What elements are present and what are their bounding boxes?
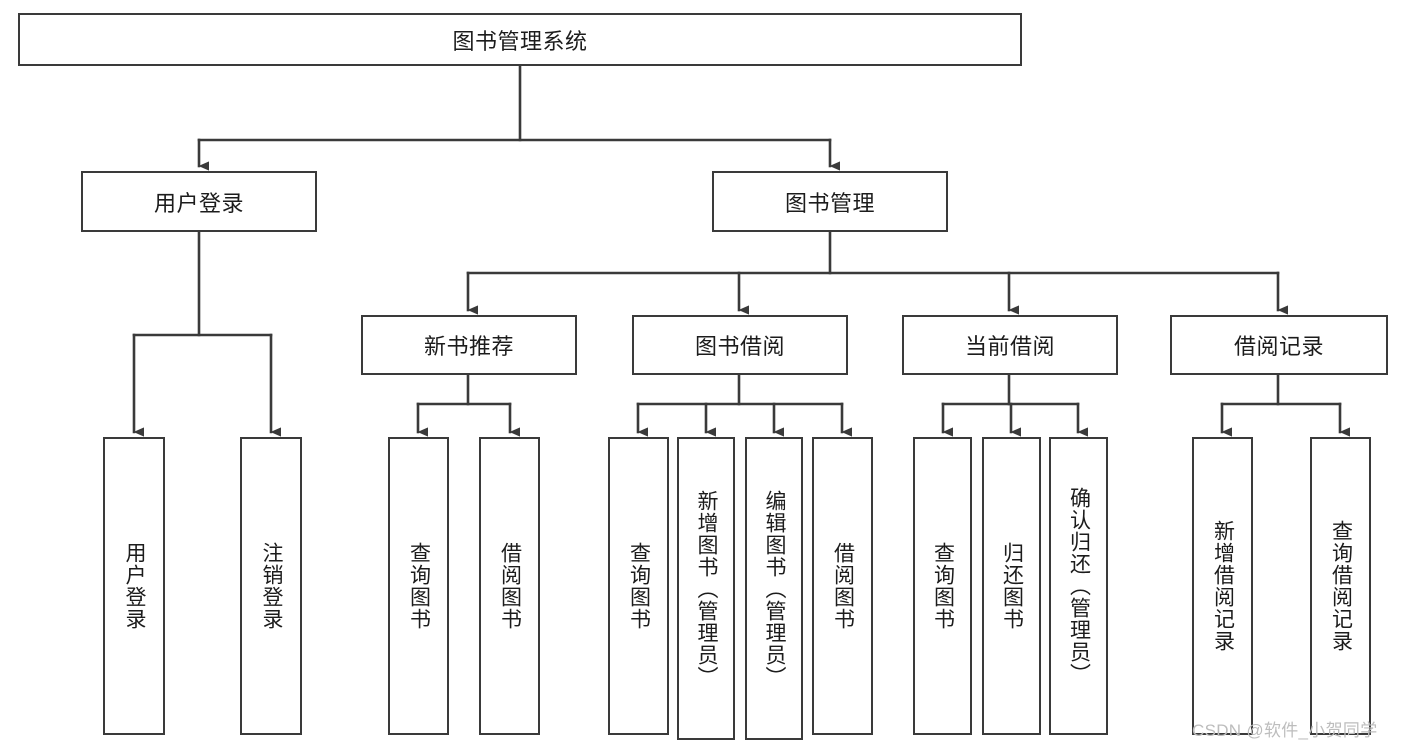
node-leaf-logout[interactable]: 注销登录 [240,437,302,735]
node-new-book-recommend-label: 新书推荐 [423,334,514,359]
node-borrow-record[interactable]: 借阅记录 [1170,315,1388,375]
node-leaf-query-book-2-label: 查询图书 [627,542,651,630]
node-leaf-query-book-2[interactable]: 查询图书 [608,437,669,735]
node-leaf-return-book[interactable]: 归还图书 [982,437,1041,735]
node-leaf-query-book-3-label: 查询图书 [931,542,955,630]
node-user-login-label: 用户登录 [153,190,244,216]
node-leaf-query-record[interactable]: 查询借阅记录 [1310,437,1371,735]
node-leaf-edit-book-label: 编辑图书（管理员） [763,489,787,688]
node-borrow-record-label: 借阅记录 [1233,334,1324,359]
node-current-borrow[interactable]: 当前借阅 [902,315,1118,375]
node-book-borrow[interactable]: 图书借阅 [632,315,848,375]
node-current-borrow-label: 当前借阅 [964,334,1055,359]
node-leaf-return-book-label: 归还图书 [1000,542,1024,630]
node-new-book-recommend[interactable]: 新书推荐 [361,315,577,375]
node-leaf-confirm-return-label: 确认归还（管理员） [1067,487,1091,685]
node-leaf-query-book-1-label: 查询图书 [407,542,431,630]
node-leaf-user-login[interactable]: 用户登录 [103,437,165,735]
node-root[interactable]: 图书管理系统 [18,13,1022,66]
node-leaf-user-login-label: 用户登录 [123,542,147,630]
node-book-borrow-label: 图书借阅 [694,334,785,359]
node-leaf-borrow-book-2-label: 借阅图书 [831,542,855,630]
node-leaf-add-book[interactable]: 新增图书（管理员） [677,437,735,740]
node-leaf-borrow-book-1-label: 借阅图书 [498,542,522,630]
node-leaf-add-record[interactable]: 新增借阅记录 [1192,437,1253,735]
node-leaf-logout-label: 注销登录 [260,542,284,630]
node-leaf-borrow-book-2[interactable]: 借阅图书 [812,437,873,735]
node-user-login[interactable]: 用户登录 [81,171,317,232]
node-leaf-query-record-label: 查询借阅记录 [1329,520,1353,652]
node-leaf-edit-book[interactable]: 编辑图书（管理员） [745,437,803,740]
node-leaf-add-record-label: 新增借阅记录 [1211,520,1235,652]
node-leaf-query-book-3[interactable]: 查询图书 [913,437,972,735]
node-root-label: 图书管理系统 [452,28,588,54]
node-leaf-confirm-return[interactable]: 确认归还（管理员） [1049,437,1108,735]
node-book-manage[interactable]: 图书管理 [712,171,948,232]
node-leaf-query-book-1[interactable]: 查询图书 [388,437,449,735]
node-book-manage-label: 图书管理 [784,190,875,216]
node-leaf-add-book-label: 新增图书（管理员） [695,489,719,688]
node-leaf-borrow-book-1[interactable]: 借阅图书 [479,437,540,735]
